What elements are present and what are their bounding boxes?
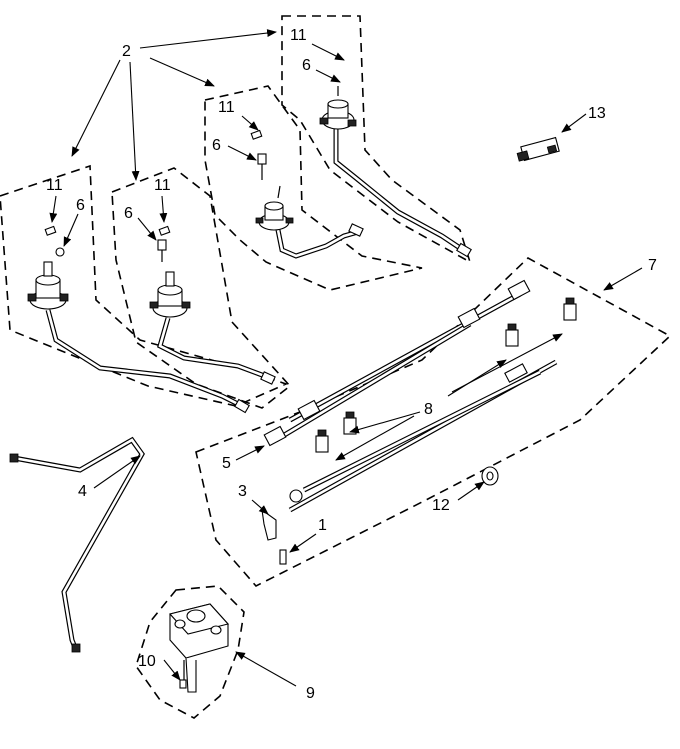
callout-2: 2 <box>122 43 131 60</box>
outline-burner-rear-right <box>281 15 472 264</box>
burner-valve-front-right <box>149 271 191 318</box>
burner-tubes <box>45 126 472 414</box>
burner-valve-rear-left <box>255 185 294 231</box>
callout-6-rear-left: 6 <box>212 137 221 154</box>
outline-burner-rear-left <box>204 85 423 291</box>
pressure-regulator <box>168 603 230 693</box>
manifold-assembly <box>261 279 577 565</box>
callout-11-rear-right: 11 <box>290 27 307 44</box>
callout-11-front-left: 11 <box>46 177 63 194</box>
callout-13: 13 <box>588 105 606 122</box>
outline-manifold-assembly <box>195 257 672 587</box>
outline-regulator-assembly <box>135 585 245 719</box>
supply-tube <box>9 436 145 653</box>
callout-6-front-left: 6 <box>76 197 85 214</box>
small-parts <box>44 129 267 262</box>
callout-7: 7 <box>648 257 657 274</box>
burner-valve-front-left <box>27 261 69 310</box>
callout-9: 9 <box>306 685 315 702</box>
callout-6-front-right: 6 <box>124 205 133 222</box>
igniter-switch <box>516 136 560 162</box>
callout-6-rear-right: 6 <box>302 57 311 74</box>
callout-labels: 2 11 6 11 6 11 6 11 6 13 7 8 5 4 3 12 1 … <box>46 27 657 702</box>
callout-10: 10 <box>138 653 156 670</box>
callout-8: 8 <box>424 401 433 418</box>
callout-12: 12 <box>432 497 450 514</box>
leader-lines <box>49 29 643 687</box>
callout-11-rear-left: 11 <box>218 99 235 116</box>
outline-burner-front-right <box>111 167 292 409</box>
outline-burner-front-left <box>0 164 289 407</box>
callout-3: 3 <box>238 483 247 500</box>
burner-valve-rear-right <box>319 86 357 130</box>
group-outlines <box>0 15 672 719</box>
callout-11-front-right: 11 <box>154 177 171 194</box>
callout-1: 1 <box>318 517 327 534</box>
callout-4: 4 <box>78 483 87 500</box>
callout-5: 5 <box>222 455 231 472</box>
